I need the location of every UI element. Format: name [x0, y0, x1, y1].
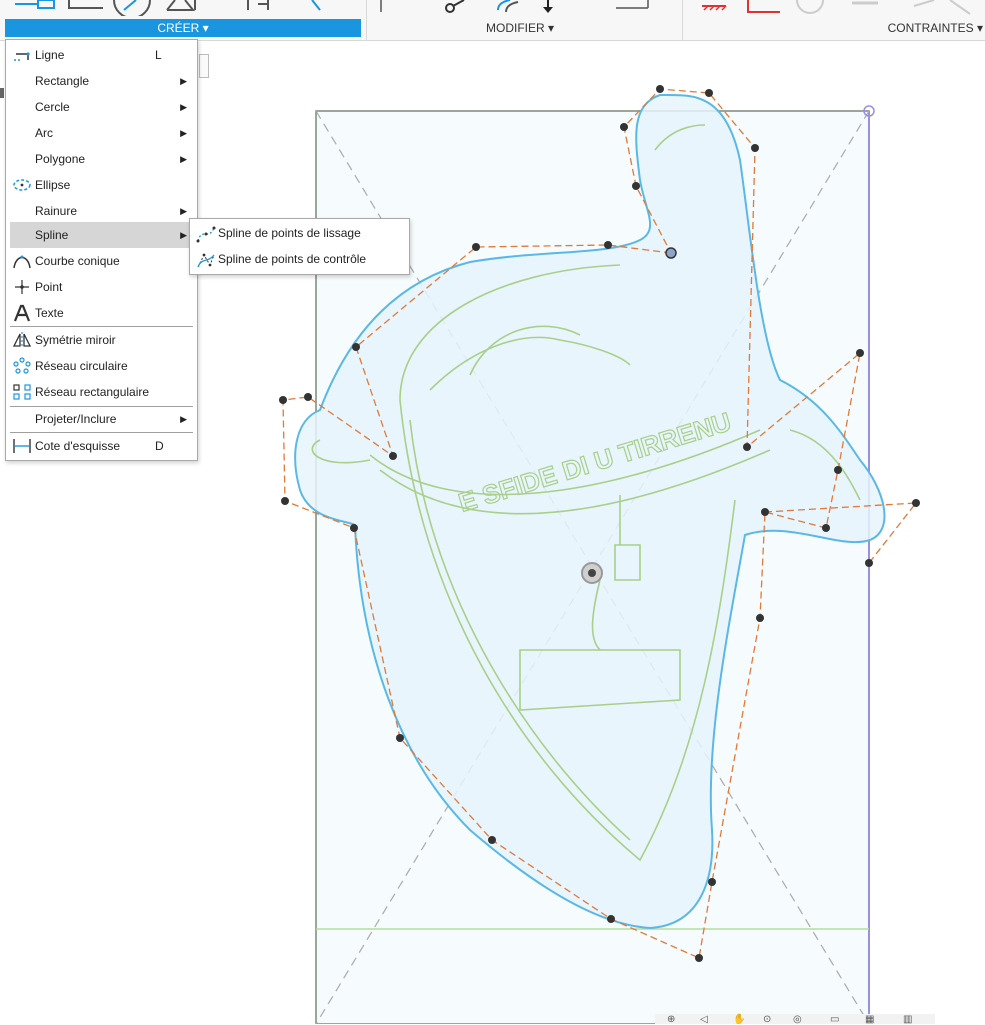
modifier-dropdown[interactable]: MODIFIER ▾ — [485, 21, 555, 35]
orbit-icon[interactable]: ⊕ — [667, 1014, 676, 1025]
menu-item-symetrie-miroir[interactable]: Symétrie miroir — [10, 327, 193, 353]
control-point-spline-icon — [197, 253, 215, 268]
submenu-arrow-icon: ▶ — [180, 128, 187, 138]
menu-item-ellipse[interactable]: Ellipse — [10, 172, 193, 198]
menu-item-rectangle[interactable]: Rectangle ▶ — [10, 68, 193, 94]
traced-emblem — [311, 124, 861, 862]
scissors-icon[interactable] — [442, 0, 470, 16]
menu-item-spline[interactable]: Spline ▶ — [10, 222, 193, 248]
tangent-constraint-icon[interactable] — [795, 0, 825, 16]
text-icon — [13, 304, 31, 322]
perpendicular-constraint-icon[interactable] — [742, 0, 782, 16]
triangle-tool-icon[interactable] — [165, 0, 205, 16]
fit-icon[interactable]: ◎ — [793, 1014, 802, 1025]
line-tool-icon[interactable] — [10, 0, 55, 16]
zoom-icon[interactable]: ⊙ — [763, 1014, 772, 1025]
browser-panel-edge — [0, 85, 6, 225]
menu-item-cercle[interactable]: Cercle ▶ — [10, 94, 193, 120]
contraintes-dropdown[interactable]: CONTRAINTES ▾ — [887, 21, 983, 35]
toolbar: CRÉER ▾ MODIFIER ▾ CONTRAINTES ▾ — [0, 0, 985, 41]
circle-tool-icon[interactable] — [112, 0, 152, 16]
rectangular-pattern-icon — [13, 384, 31, 400]
menu-item-projeter-inclure[interactable]: Projeter/Inclure ▶ — [10, 406, 193, 432]
sketch-dimension-icon — [13, 439, 31, 453]
spline-submenu: Spline de points de lissage Spline de po… — [189, 218, 410, 275]
conic-curve-icon — [13, 255, 31, 269]
grid-icon[interactable]: ▦ — [865, 1014, 875, 1025]
rectangle-tool-icon[interactable] — [65, 0, 105, 16]
menu-item-texte[interactable]: Texte — [10, 300, 193, 326]
menu-item-arc[interactable]: Arc ▶ — [10, 120, 193, 146]
menu-item-ligne[interactable]: Ligne L — [10, 42, 193, 68]
menu-item-reseau-rectangulaire[interactable]: Réseau rectangulaire — [10, 379, 193, 405]
control-points — [279, 85, 920, 962]
menu-item-cote-esquisse[interactable]: Cote d'esquisse D — [10, 433, 193, 459]
creer-dropdown[interactable]: CRÉER ▾ — [5, 19, 361, 37]
submenu-item-control-point-spline[interactable]: Spline de points de contrôle — [192, 247, 407, 272]
move-down-icon[interactable] — [538, 0, 558, 16]
menu-item-point[interactable]: Point — [10, 274, 193, 300]
menu-item-reseau-circulaire[interactable]: Réseau circulaire — [10, 353, 193, 379]
menu-divider — [10, 406, 193, 407]
look-at-icon[interactable]: ◁ — [700, 1014, 708, 1025]
spline-tool-icon[interactable] — [240, 0, 340, 16]
menu-divider — [10, 432, 193, 433]
fix-constraint-icon[interactable] — [700, 0, 728, 16]
trim-tool-icon[interactable] — [378, 0, 388, 16]
submenu-arrow-icon: ▶ — [180, 414, 187, 424]
extend-tool-icon[interactable] — [612, 0, 652, 16]
menu-item-courbe-conique[interactable]: Courbe conique — [10, 248, 193, 274]
spline-outline — [294, 93, 886, 930]
panel-handle[interactable] — [199, 54, 209, 78]
submenu-arrow-icon: ▶ — [180, 102, 187, 112]
menu-item-rainure[interactable]: Rainure ▶ — [10, 198, 193, 224]
pan-icon[interactable]: ✋ — [733, 1014, 746, 1025]
point-icon — [15, 280, 29, 294]
submenu-arrow-icon: ▶ — [180, 154, 187, 164]
circular-pattern-icon — [13, 357, 31, 374]
menu-divider — [10, 326, 193, 327]
offset-tool-icon[interactable] — [480, 0, 520, 16]
viewports-icon[interactable]: ▥ — [903, 1014, 913, 1025]
control-polygon — [282, 88, 861, 959]
symmetry-constraint-icon[interactable] — [910, 0, 980, 16]
submenu-arrow-icon: ▶ — [180, 206, 187, 216]
display-settings-icon[interactable]: ▭ — [830, 1014, 840, 1025]
mirror-icon — [12, 332, 32, 348]
selected-control-point — [665, 247, 677, 259]
creer-menu: Ligne L Rectangle ▶ Cercle ▶ Arc ▶ Polyg… — [5, 39, 198, 461]
line-icon — [14, 52, 30, 61]
ellipse-icon — [13, 179, 31, 191]
submenu-arrow-icon: ▶ — [180, 76, 187, 86]
menu-item-polygone[interactable]: Polygone ▶ — [10, 146, 193, 172]
equal-constraint-icon[interactable] — [850, 0, 880, 16]
submenu-arrow-icon: ▶ — [180, 230, 187, 240]
submenu-item-fit-point-spline[interactable]: Spline de points de lissage — [192, 221, 407, 246]
fit-point-spline-icon — [196, 226, 216, 243]
navigation-bar: ⊕ ◁ ✋ ⊙ ◎ ▭ ▦ ▥ — [655, 1014, 935, 1025]
